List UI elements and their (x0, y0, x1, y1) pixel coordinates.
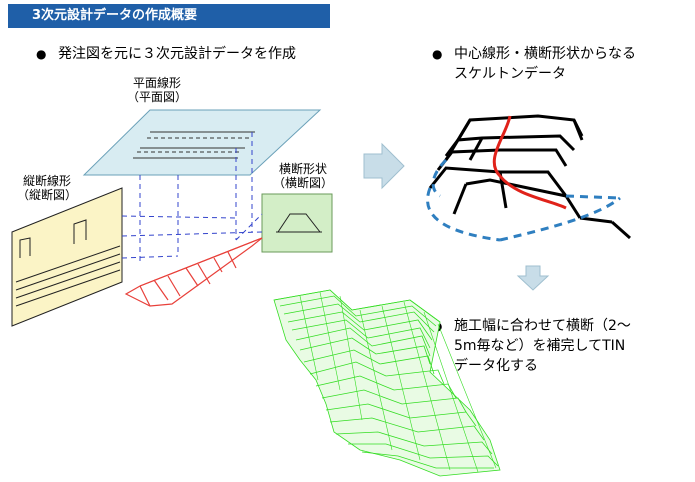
plan-sheet (84, 110, 320, 175)
profile-sheet (12, 188, 122, 326)
skeleton-diagram (428, 116, 630, 240)
arrow-down-icon (518, 266, 548, 290)
arrow-right-icon (364, 144, 404, 188)
tin-mesh (274, 290, 500, 476)
cross-sheet (262, 194, 332, 252)
road-3d (126, 238, 262, 306)
